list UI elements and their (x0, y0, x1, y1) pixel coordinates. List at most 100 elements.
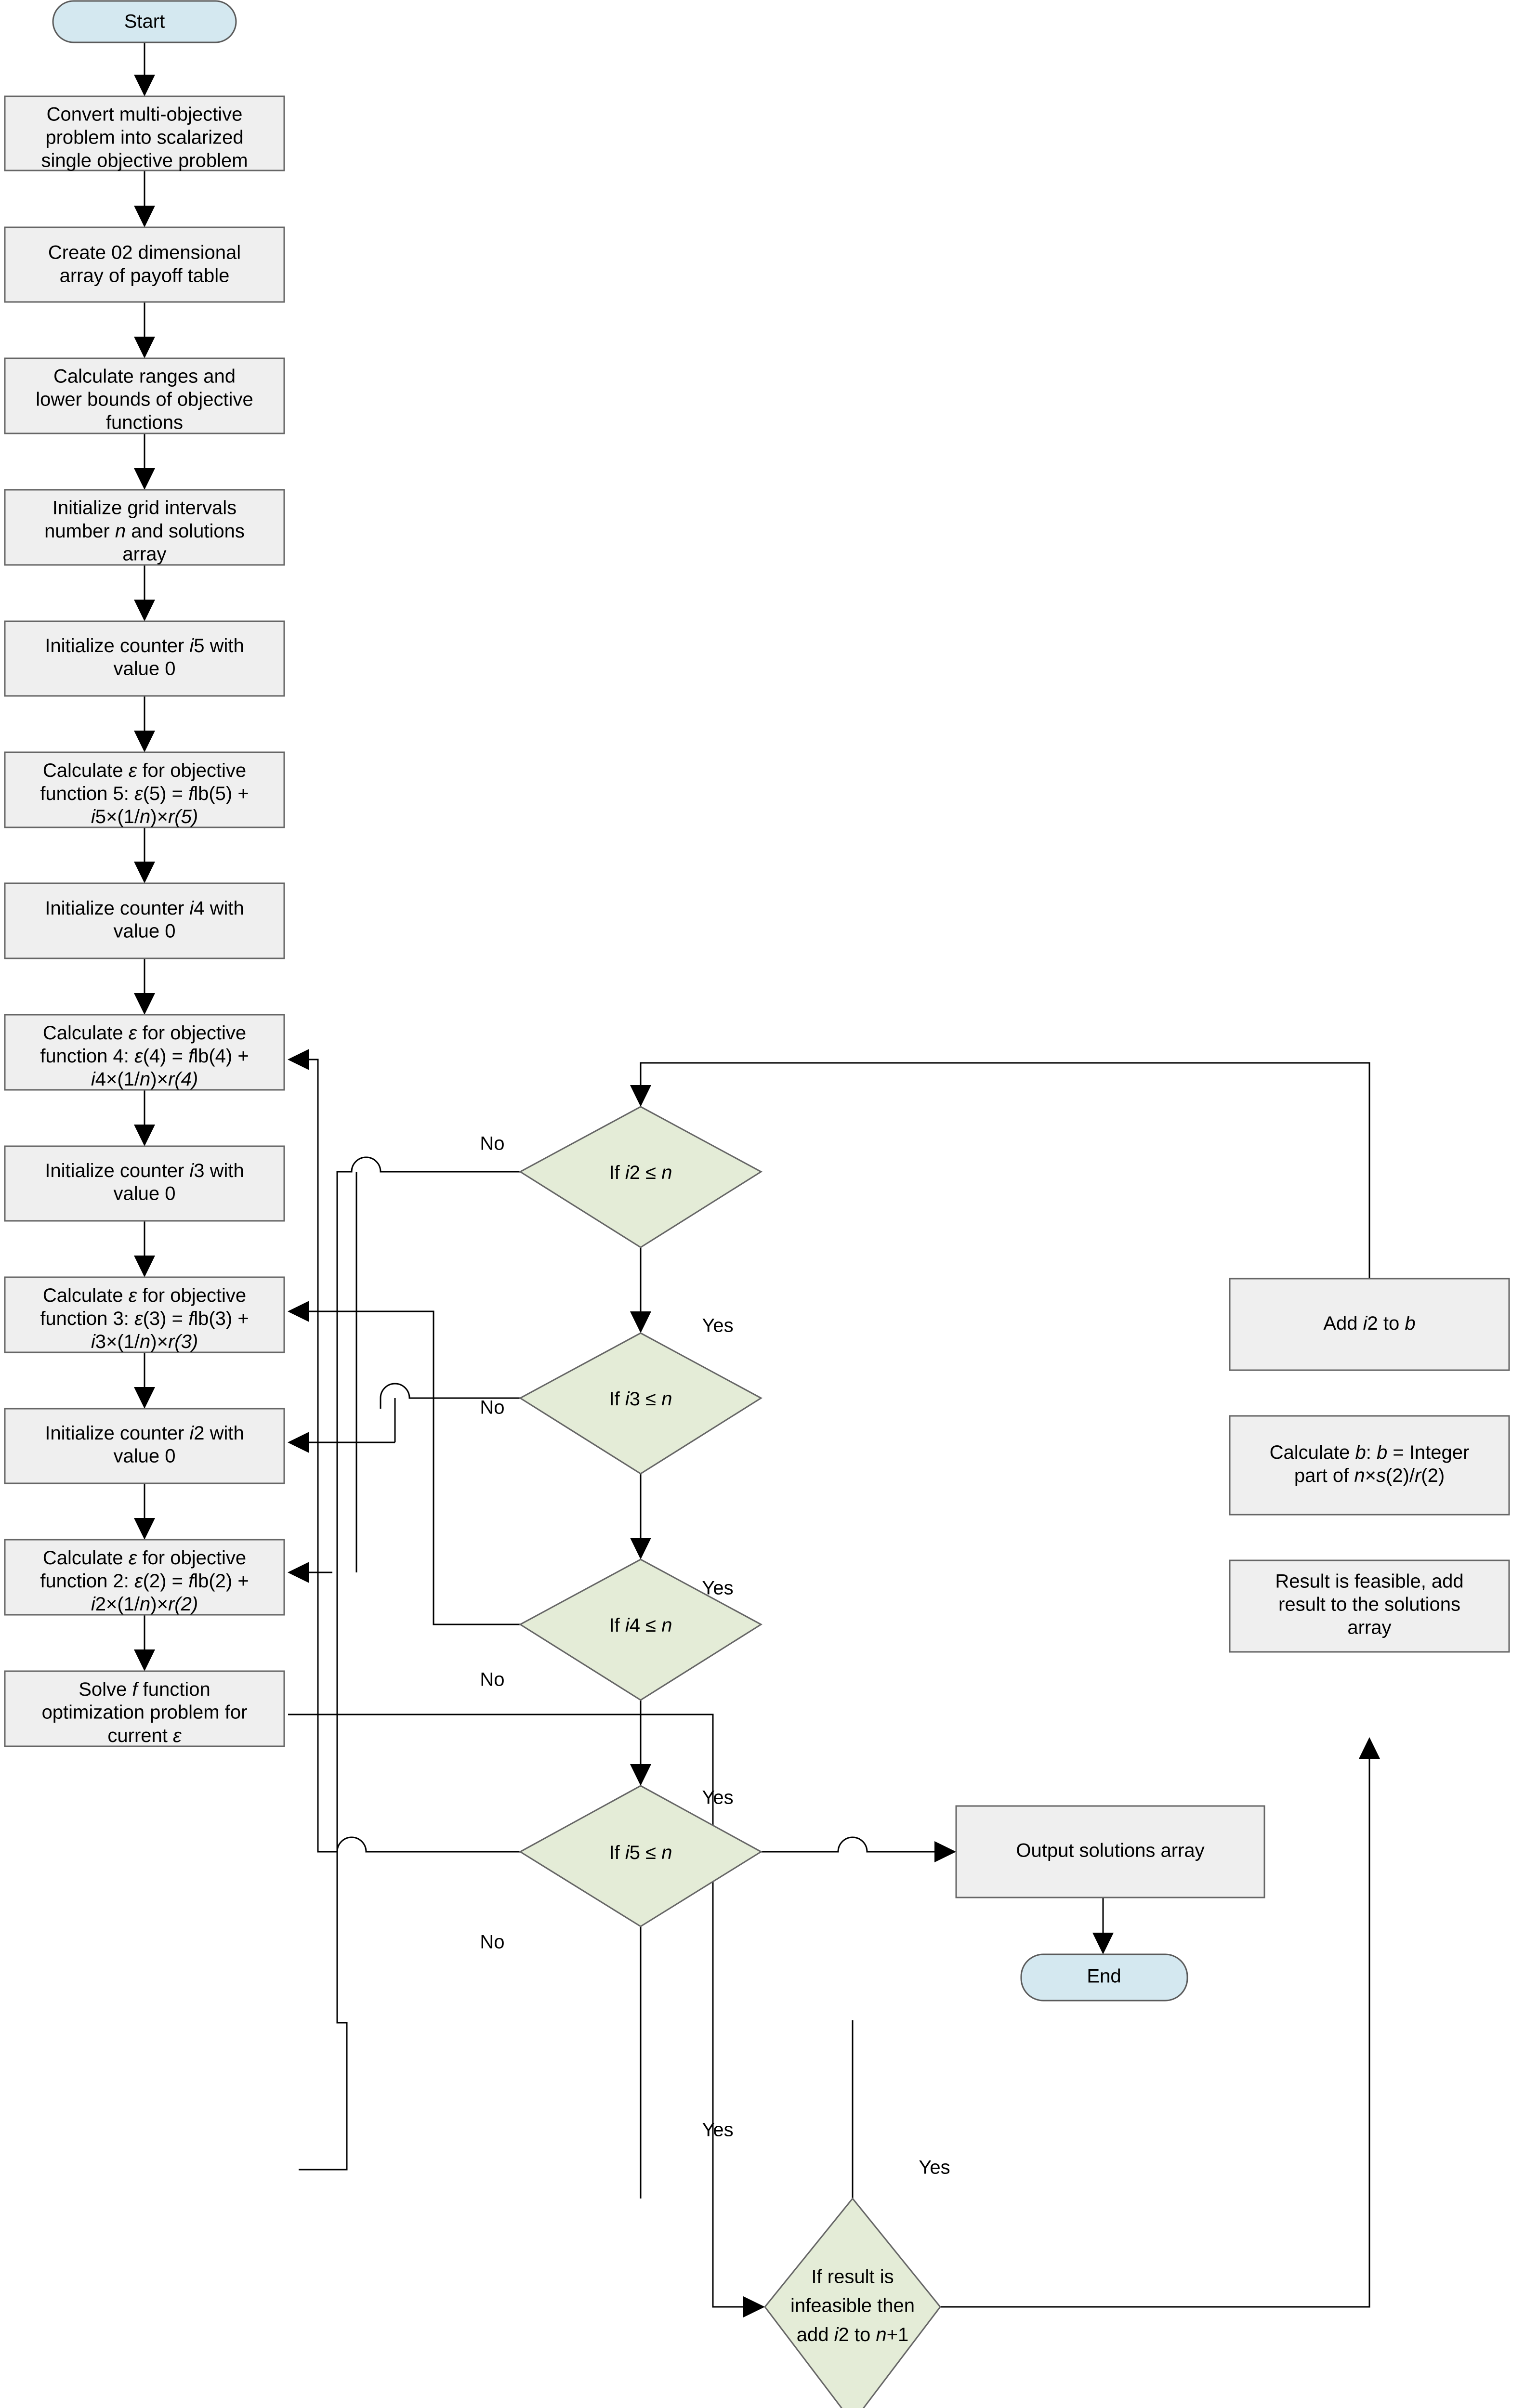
edge-dec-i5-no-to-output (761, 1836, 956, 1862)
node-grid-line3: array (122, 544, 166, 565)
node-ranges[interactable]: Calculate ranges and lower bounds of obj… (4, 357, 285, 434)
edge-label-yes-i3: Yes (702, 1578, 733, 1599)
edge-label-no-i2: No (480, 1133, 504, 1154)
node-grid-line2: number n and solutions (44, 521, 245, 542)
edge-eps2-to-solve (134, 1615, 155, 1671)
edge-init-i3-to-eps3 (134, 1221, 155, 1277)
node-decision-i4[interactable]: If i4 ≤ n (519, 1558, 762, 1701)
node-output[interactable]: Output solutions array (955, 1805, 1265, 1898)
node-init-i2-line2: value 0 (114, 1446, 176, 1467)
node-init-i4-line1: Initialize counter i4 with (45, 898, 244, 919)
edge-grid-to-init-i5 (134, 565, 155, 621)
edge-label-no-i4: No (480, 1669, 504, 1690)
node-eps2-line3: i2×(1/n)×r(2) (91, 1594, 198, 1615)
edge-label-yes-i4: Yes (702, 1787, 733, 1808)
node-init-i5-line1: Initialize counter i5 with (45, 635, 244, 656)
node-payoff-line1: Create 02 dimensional (48, 242, 241, 263)
node-eps5-line1: Calculate ε for objective (43, 760, 246, 781)
node-feasible-line3: array (1347, 1617, 1391, 1638)
node-start-label: Start (124, 11, 165, 32)
edge-label-no-i5: No (480, 1932, 504, 1953)
node-eps2-line1: Calculate ε for objective (43, 1547, 246, 1569)
edge-eps3-to-init-i2 (134, 1352, 155, 1409)
edge-eps5-to-init-i4 (134, 827, 155, 883)
edge-infeasible-no-to-feasible (940, 1737, 1380, 2308)
node-solve[interactable]: Solve f function optimization problem fo… (4, 1670, 285, 1747)
node-decision-i3-label: If i3 ≤ n (609, 1388, 672, 1410)
edge-init-i5-to-eps5 (134, 696, 155, 752)
node-convert-line2: problem into scalarized (45, 127, 243, 148)
node-init-i2[interactable]: Initialize counter i2 with value 0 (4, 1408, 285, 1484)
node-convert-line3: single objective problem (41, 150, 248, 171)
node-decision-infeasible[interactable]: If result is infeasible then add i2 to n… (764, 2197, 941, 2408)
node-eps4-line3: i4×(1/n)×r(4) (91, 1069, 198, 1090)
edge-label-yes-infeasible: Yes (919, 2157, 950, 2178)
node-eps3[interactable]: Calculate ε for objective function 3: ε(… (4, 1276, 285, 1353)
node-decision-i2[interactable]: If i2 ≤ n (519, 1106, 762, 1248)
edge-add-i2-to-dec-i2 (630, 1062, 1370, 1369)
node-end-label: End (1087, 1966, 1121, 1987)
node-init-i5-line2: value 0 (114, 658, 176, 680)
edge-ranges-to-grid (134, 433, 155, 490)
edge-payoff-to-ranges (134, 302, 155, 358)
node-init-i4[interactable]: Initialize counter i4 with value 0 (4, 882, 285, 959)
node-calc-b-line1: Calculate b: b = Integer (1270, 1442, 1470, 1463)
edge-label-yes-i2: Yes (702, 1315, 733, 1336)
edge-dec-i2-no-to-eps2 (299, 1156, 520, 2171)
edge-dec-i3-yes-to-dec-i4 (630, 1474, 651, 1559)
node-decision-i5[interactable]: If i5 ≤ n (519, 1785, 762, 1927)
node-convert-line1: Convert multi-objective (47, 104, 243, 125)
node-decision-i3[interactable]: If i3 ≤ n (519, 1332, 762, 1475)
node-decision-infeasible-line1: If result is (811, 2266, 894, 2288)
node-grid-intervals[interactable]: Initialize grid intervals number n and s… (4, 489, 285, 566)
node-ranges-line1: Calculate ranges and (53, 366, 236, 387)
node-feasible[interactable]: Result is feasible, add result to the so… (1229, 1559, 1510, 1653)
edge-dec-i2-yes-to-dec-i3 (630, 1247, 651, 1333)
node-start[interactable]: Start (52, 0, 237, 43)
edge-convert-to-payoff (134, 170, 155, 227)
node-decision-i4-label: If i4 ≤ n (609, 1615, 672, 1636)
node-payoff[interactable]: Create 02 dimensional array of payoff ta… (4, 226, 285, 303)
edge-init-i2-to-eps2 (134, 1483, 155, 1540)
node-calc-b[interactable]: Calculate b: b = Integer part of n×s(2)/… (1229, 1415, 1510, 1516)
node-init-i3-line1: Initialize counter i3 with (45, 1160, 244, 1181)
node-end[interactable]: End (1020, 1953, 1188, 2002)
node-decision-i5-label: If i5 ≤ n (609, 1842, 672, 1863)
node-solve-line3: current ε (107, 1725, 182, 1746)
node-feasible-line2: result to the solutions (1278, 1594, 1460, 1615)
node-init-i4-line2: value 0 (114, 921, 176, 942)
node-eps5-line3: i5×(1/n)×r(5) (91, 806, 198, 827)
node-feasible-line1: Result is feasible, add (1275, 1571, 1463, 1592)
node-add-i2-label: Add i2 to b (1323, 1313, 1415, 1334)
node-add-i2-to-b[interactable]: Add i2 to b (1229, 1278, 1510, 1371)
node-grid-line1: Initialize grid intervals (53, 497, 237, 519)
node-eps5-line2: function 5: ε(5) = flb(5) + (40, 783, 249, 804)
node-eps2[interactable]: Calculate ε for objective function 2: ε(… (4, 1539, 285, 1616)
node-eps4[interactable]: Calculate ε for objective function 4: ε(… (4, 1014, 285, 1091)
edge-dec-i3-no-to-eps3 (288, 1383, 520, 1453)
node-eps4-line2: function 4: ε(4) = flb(4) + (40, 1046, 249, 1067)
edge-dec-i2-no-arrow-eps2 (288, 1562, 332, 1583)
edge-start-to-convert (134, 42, 155, 96)
node-payoff-line2: array of payoff table (60, 265, 230, 287)
node-output-label: Output solutions array (1016, 1840, 1204, 1861)
node-calc-b-line2: part of n×s(2)/r(2) (1294, 1465, 1445, 1486)
node-eps3-line1: Calculate ε for objective (43, 1285, 246, 1306)
node-init-i2-line1: Initialize counter i2 with (45, 1423, 244, 1444)
node-eps3-line3: i3×(1/n)×r(3) (91, 1331, 198, 1352)
node-convert[interactable]: Convert multi-objective problem into sca… (4, 95, 285, 171)
node-eps4-line1: Calculate ε for objective (43, 1022, 246, 1044)
node-decision-infeasible-line3: add i2 to n+1 (797, 2324, 908, 2345)
node-eps3-line2: function 3: ε(3) = flb(3) + (40, 1308, 249, 1329)
node-init-i5[interactable]: Initialize counter i5 with value 0 (4, 620, 285, 697)
edge-output-to-end (1092, 1898, 1114, 1954)
edge-init-i4-to-eps4 (134, 958, 155, 1015)
node-eps2-line2: function 2: ε(2) = flb(2) + (40, 1570, 249, 1592)
edge-dec-i4-no-to-eps4 (288, 1301, 520, 1625)
node-decision-infeasible-line2: infeasible then (790, 2295, 915, 2316)
node-solve-line1: Solve f function (79, 1679, 210, 1700)
node-eps5[interactable]: Calculate ε for objective function 5: ε(… (4, 751, 285, 828)
node-init-i3[interactable]: Initialize counter i3 with value 0 (4, 1145, 285, 1222)
